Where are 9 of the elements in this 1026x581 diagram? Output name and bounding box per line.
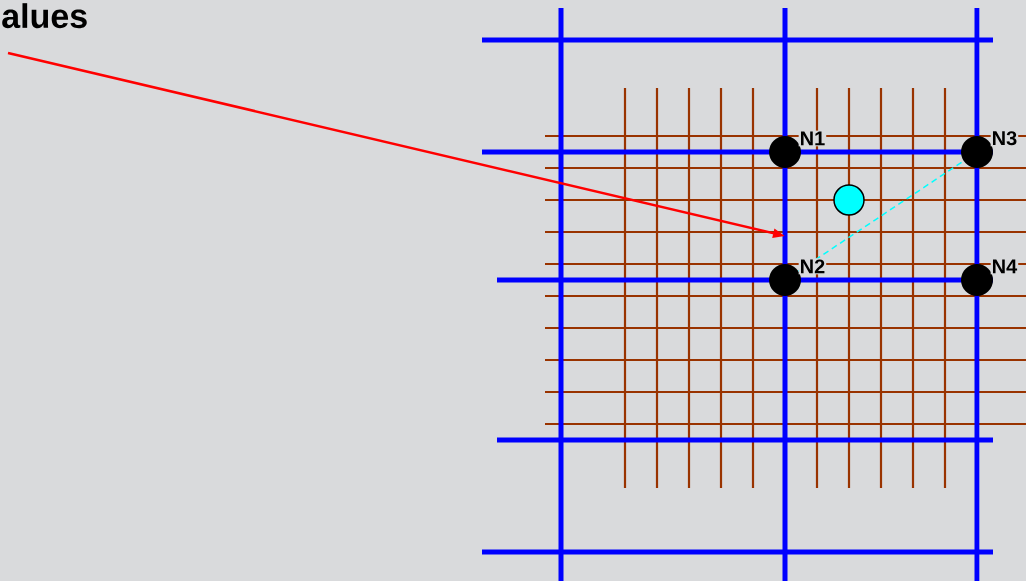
node-dot [961,264,993,296]
node-dot [769,264,801,296]
connector-line [797,160,965,272]
point-marker [833,184,865,216]
node-label: N3 [990,130,1019,147]
node-dot [769,136,801,168]
node-label: N2 [798,258,827,275]
node-dot [961,136,993,168]
heading-text: alues [2,3,87,29]
